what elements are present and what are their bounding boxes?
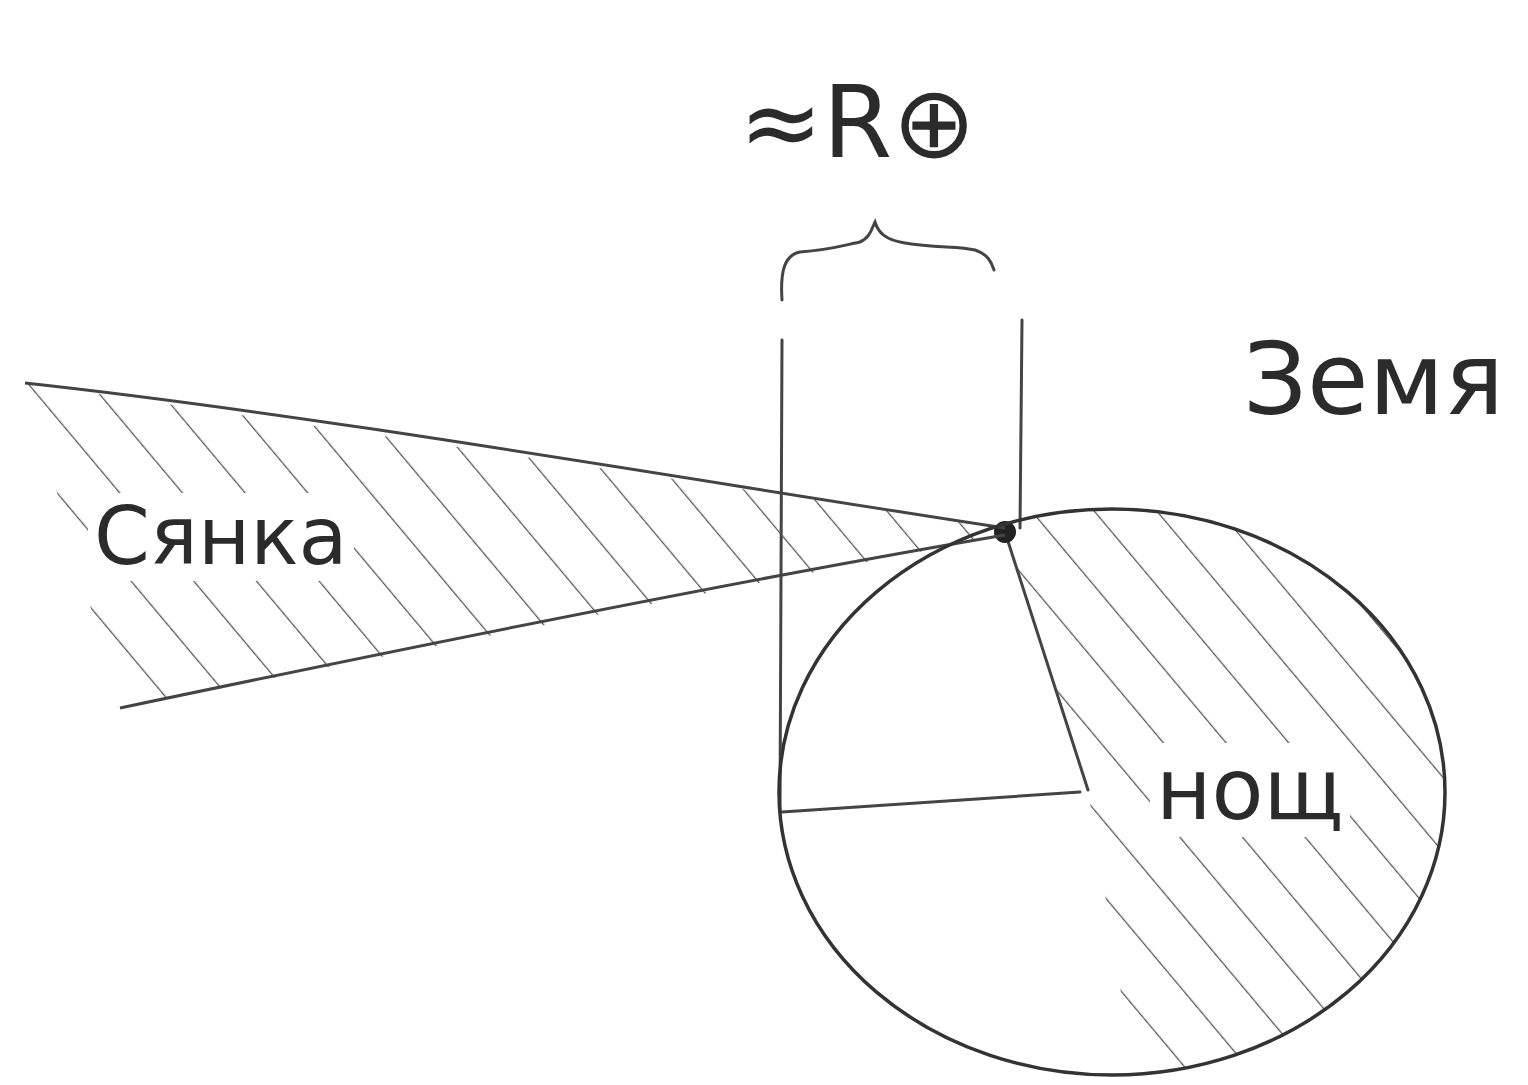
width-bracket [782,222,994,300]
night-hatching [1005,505,1455,1080]
shadow-region: Сянка [20,375,1010,720]
earth-node: Земянощ [775,505,1455,1080]
radius-line [782,792,1080,812]
shadow-label: Сянка [88,493,354,581]
earth-outline [779,509,1445,1075]
earth-circle [775,505,1455,1080]
shadow-hatching [25,383,1005,708]
night-label: нощ [1150,743,1350,837]
earth-label: Земя [1237,325,1510,435]
dimension-label: ≈R⊕ [735,68,980,178]
guide-line [1020,320,1022,528]
